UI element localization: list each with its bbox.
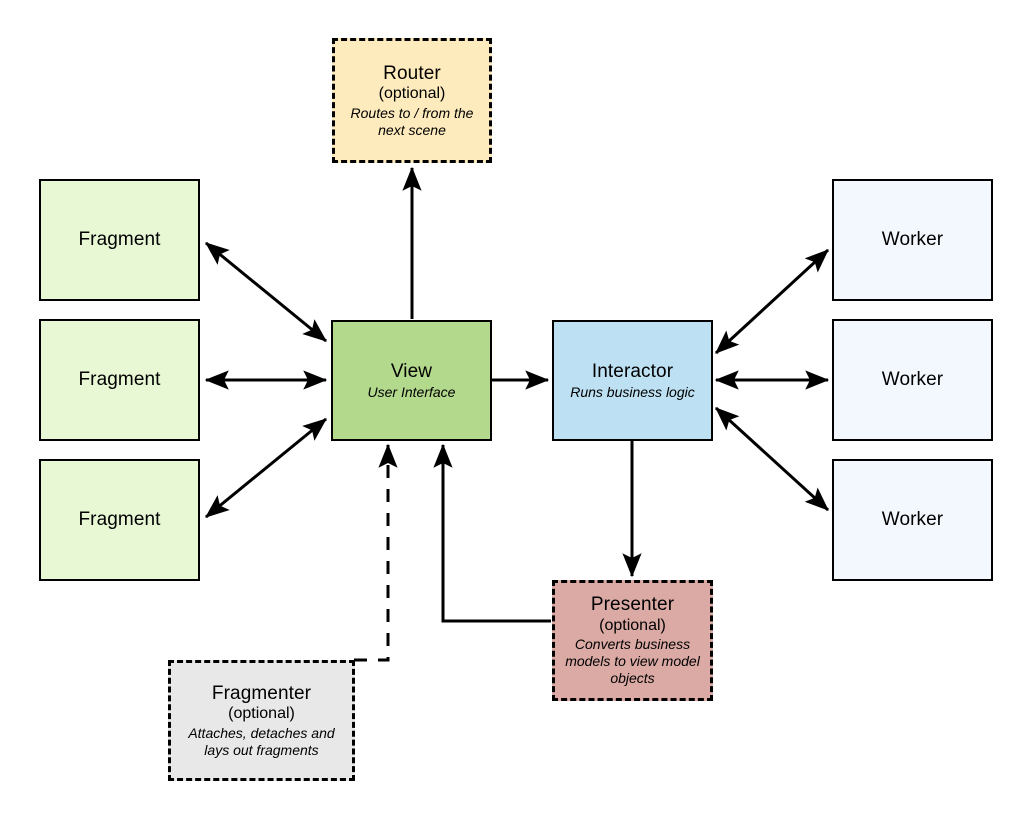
node-worker-3-title: Worker: [881, 509, 944, 531]
node-router-optional: (optional): [378, 85, 446, 103]
node-router[interactable]: Router (optional) Routes to / from the n…: [332, 38, 492, 163]
node-fragmenter-desc: Attaches, detaches and lays out fragment…: [188, 724, 335, 758]
node-view[interactable]: View User Interface: [331, 320, 492, 441]
edge-fragment-3-to-view: [205, 417, 327, 519]
edge-interactor-to-worker-1: [714, 248, 830, 355]
node-worker-2[interactable]: Worker: [832, 319, 993, 441]
node-view-title: View: [390, 360, 433, 382]
node-router-title: Router: [383, 62, 441, 84]
node-view-desc: User Interface: [367, 383, 456, 400]
node-router-desc: Routes to / from the next scene: [350, 104, 474, 138]
node-interactor-desc: Runs business logic: [570, 383, 695, 400]
node-fragmenter-optional: (optional): [228, 705, 295, 723]
node-interactor-title: Interactor: [591, 360, 674, 382]
node-fragment-1-title: Fragment: [78, 229, 161, 251]
node-worker-1[interactable]: Worker: [832, 179, 993, 301]
node-presenter-title: Presenter: [590, 594, 675, 616]
edge-fragment-1-to-view: [205, 241, 327, 343]
node-presenter-optional: (optional): [599, 617, 666, 635]
edge-fragmenter-to-view: [354, 443, 398, 662]
node-worker-3[interactable]: Worker: [832, 459, 993, 581]
node-interactor[interactable]: Interactor Runs business logic: [552, 320, 713, 441]
node-presenter[interactable]: Presenter (optional) Converts business m…: [552, 580, 713, 701]
node-worker-2-title: Worker: [881, 369, 944, 391]
node-presenter-desc: Converts business models to view model o…: [565, 636, 700, 687]
node-worker-1-title: Worker: [881, 229, 944, 251]
edge-interactor-to-worker-3: [714, 406, 830, 512]
node-fragmenter-title: Fragmenter: [211, 682, 312, 704]
node-fragmenter[interactable]: Fragmenter (optional) Attaches, detaches…: [168, 660, 355, 781]
edge-presenter-to-view: [433, 443, 551, 623]
node-fragment-1[interactable]: Fragment: [39, 179, 200, 301]
node-fragment-2[interactable]: Fragment: [39, 319, 200, 441]
node-fragment-3[interactable]: Fragment: [39, 459, 200, 581]
node-fragment-2-title: Fragment: [78, 369, 161, 391]
node-fragment-3-title: Fragment: [78, 509, 161, 531]
